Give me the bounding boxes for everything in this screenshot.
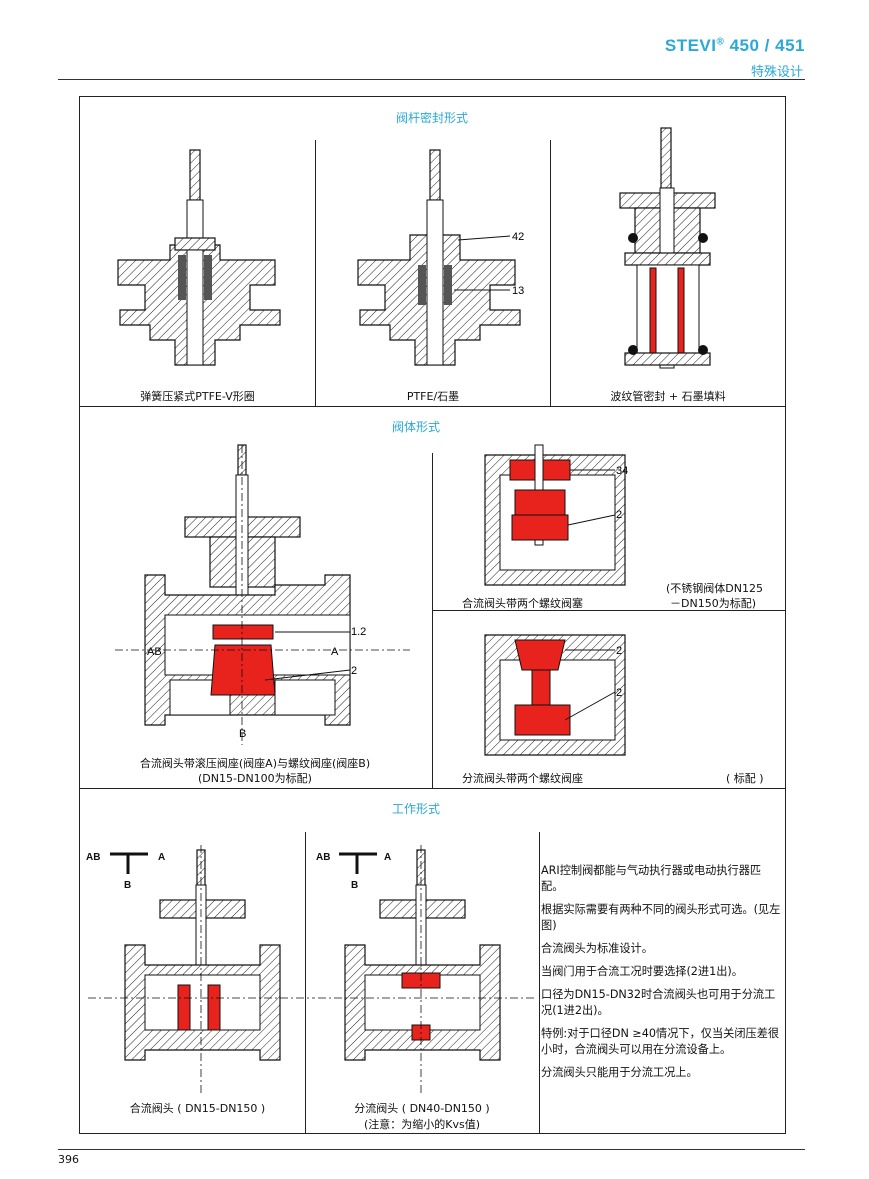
flow-label-b: B [239,728,246,740]
col-divider-4 [305,832,306,1134]
drawing-ptfe-graphite: 42 13 [357,149,524,366]
section-title-body: 阀体形式 [391,420,440,434]
caption-op-diverting-1: 分流阀头 ( DN40-DN150 ) [354,1102,490,1115]
callout-34: 34 [616,465,628,477]
caption-bellows-seal: 波纹管密封 + 石墨填料 [610,390,726,403]
op-mid-a: A [384,852,392,863]
callout-2-left: 2 [351,665,357,677]
caption-op-diverting-2: (注意：为缩小的Kvs值) [363,1118,481,1131]
brand-name: STEVI [664,36,717,55]
registered-mark: ® [716,36,725,48]
caption-mixing-two-plugs: 合流阀头带两个螺纹阀塞 [462,597,583,610]
section-divider-2 [79,788,786,789]
callout-2-div-a: 2 [616,645,622,657]
callout-13: 13 [512,285,524,297]
col-divider-5 [539,832,540,1134]
header-subtitle: 特殊设计 [750,65,803,80]
tee-symbol-mixing-icon [110,852,148,874]
note-7: 分流阀头只能用于分流工况上。 [541,1066,698,1079]
page-number: 396 [58,1153,79,1166]
note-2: 根据实际需要有两种不同的阀头形式可选。(见左图) [541,903,781,932]
op-mid-b: B [351,880,359,891]
note-6: 特例:对于口径DN ≥40情况下，仅当关闭压差很小时，合流阀头可以用在分流设备上… [541,1027,780,1056]
drawing-op-diverting [318,845,535,1095]
caption-diverting-two-seats: 分流阀头带两个螺纹阀座 [462,772,583,785]
op-left-ab: AB [86,852,101,863]
drawing-op-mixing [88,845,315,1095]
section-divider-1 [79,406,786,407]
header-rule [58,79,805,80]
note-5: 口径为DN15-DN32时合流阀头也可用于分流工况(1进2出)。 [541,988,776,1017]
drawing-diverting-two-seats: 2 2 [484,634,626,756]
col-divider-1 [315,140,316,406]
caption-ptfe-graphite: PTFE/石墨 [406,390,460,403]
caption-op-mixing: 合流阀头 ( DN15-DN150 ) [129,1102,266,1115]
op-left-a: A [158,852,166,863]
drawing-bellows-seal [619,127,716,369]
note-stainless-1: (不锈钢阀体DN125 [666,582,763,595]
caption-mixing-body-2: (DN15-DN100为标配) [198,772,312,785]
row-divider [432,610,786,611]
op-left-b: B [124,880,132,891]
brand-title: STEVI® 450 / 451 [665,36,805,56]
callout-1-2: 1.2 [351,626,366,638]
drawing-spring-ptfe-v [117,149,281,366]
flow-label-ab: AB [147,646,162,658]
col-divider-2 [550,140,551,406]
callout-2-topright: 2 [616,509,622,521]
model-number: 450 / 451 [724,36,805,55]
content-frame [79,96,786,1134]
note-standard: ( 标配 ) [726,772,764,785]
callout-42: 42 [512,231,524,243]
drawing-mixing-two-plugs: 34 2 [484,444,628,586]
tee-symbol-diverting-icon [339,852,377,874]
op-mid-ab: AB [316,852,331,863]
operation-notes: ARI控制阀都能与气动执行器或电动执行器匹配。 根据实际需要有两种不同的阀头形式… [541,863,783,1088]
section-title-stem-seal: 阀杆密封形式 [395,111,468,125]
drawing-mixing-body: 1.2 2 AB A B [115,444,410,745]
note-3: 合流阀头为标准设计。 [541,942,653,955]
note-4: 当阀门用于合流工况时要选择(2进1出)。 [541,965,743,978]
footer-rule [58,1149,805,1150]
flow-label-a: A [331,646,339,658]
section-title-operation: 工作形式 [391,802,440,816]
callout-2-div-b: 2 [616,687,622,699]
note-stainless-2: －DN150为标配) [670,597,756,610]
caption-spring-ptfe-v: 弹簧压紧式PTFE-V形圈 [140,390,255,403]
caption-mixing-body-1: 合流阀头带滚压阀座(阀座A)与螺纹阀座(阀座B) [139,757,371,770]
note-1: ARI控制阀都能与气动执行器或电动执行器匹配。 [541,864,762,893]
col-divider-3 [432,453,433,788]
